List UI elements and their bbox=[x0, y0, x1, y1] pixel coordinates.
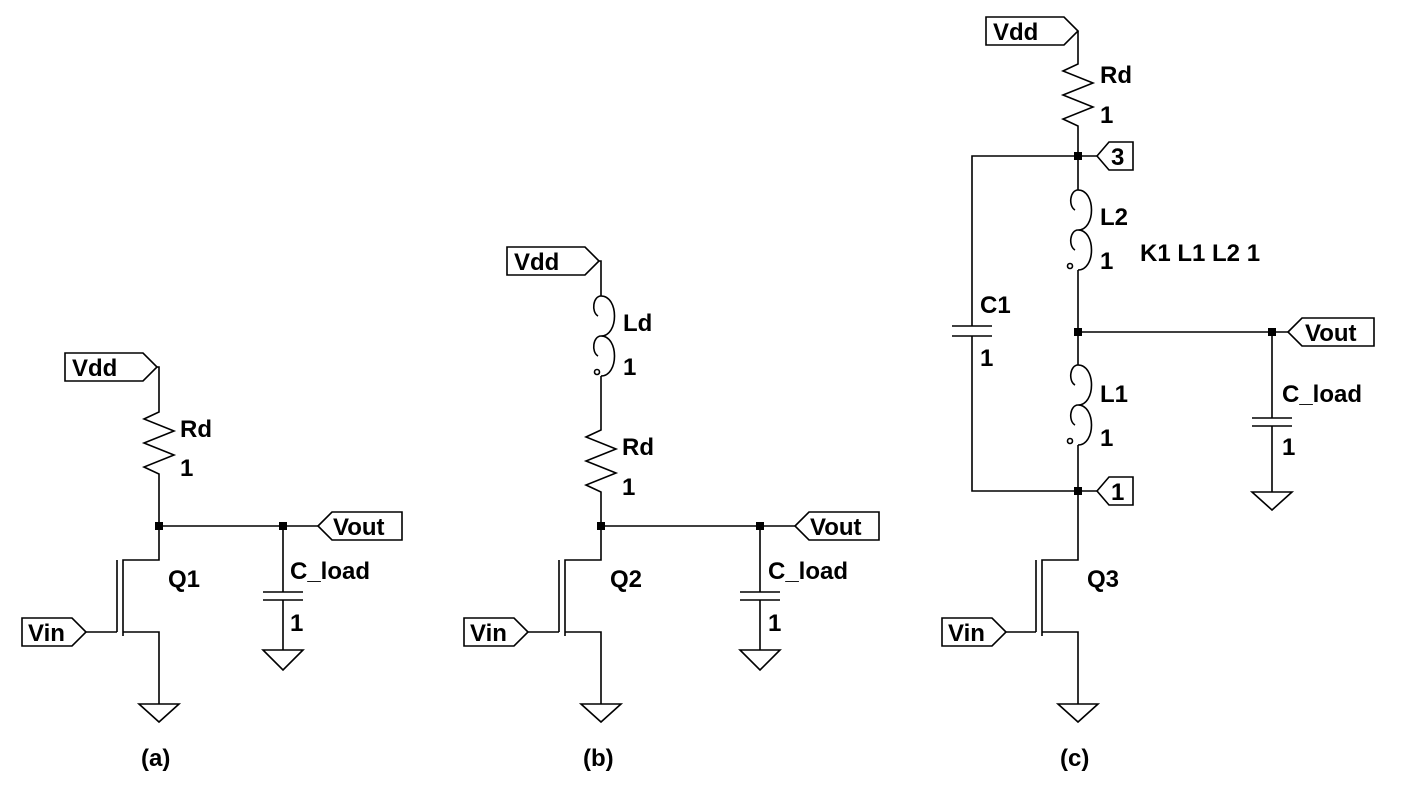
vdd-label-c: Vdd bbox=[993, 19, 1038, 46]
vdd-label-b: Vdd bbox=[514, 249, 559, 276]
l1-value: 1 bbox=[1100, 425, 1113, 452]
capacitor-cload-c bbox=[1252, 332, 1292, 492]
vout-port-c: Vout bbox=[1286, 317, 1375, 347]
node-bottom-label: 1 bbox=[1111, 479, 1124, 506]
resistor-rd-b bbox=[583, 420, 619, 500]
rd-value-b: 1 bbox=[622, 474, 635, 501]
rd-value-a: 1 bbox=[180, 455, 193, 482]
resistor-rd-a bbox=[141, 400, 177, 486]
vout-port-b: Vout bbox=[793, 511, 880, 541]
vout-port-a: Vout bbox=[316, 511, 403, 541]
caption-c: (c) bbox=[1060, 745, 1089, 772]
capacitor-c1 bbox=[952, 325, 1078, 492]
ground-symbol bbox=[136, 703, 182, 724]
rd-name-b: Rd bbox=[622, 434, 654, 461]
rd-value-c: 1 bbox=[1100, 102, 1113, 129]
polarity-dot bbox=[593, 368, 601, 376]
c1-value: 1 bbox=[980, 345, 993, 372]
caption-b: (b) bbox=[583, 745, 614, 772]
circuit-b: Vdd Ld 1 Rd 1 Vout C_load 1 Q2 Vin bbox=[463, 246, 880, 772]
coupling-directive: K1 L1 L2 1 bbox=[1140, 240, 1260, 267]
vdd-label-a: Vdd bbox=[72, 355, 117, 382]
transistor-label-a: Q1 bbox=[168, 566, 200, 593]
vout-label-a: Vout bbox=[333, 514, 385, 541]
caption-a: (a) bbox=[141, 745, 170, 772]
rd-name-a: Rd bbox=[180, 416, 212, 443]
transistor-q1 bbox=[116, 526, 160, 700]
vin-label-c: Vin bbox=[948, 620, 985, 647]
rd-name-c: Rd bbox=[1100, 62, 1132, 89]
capacitor-cload-b bbox=[740, 526, 780, 650]
polarity-dot bbox=[1066, 262, 1074, 270]
vout-label-b: Vout bbox=[810, 514, 862, 541]
vin-label-b: Vin bbox=[470, 620, 507, 647]
transistor-q2 bbox=[558, 526, 602, 700]
vin-port-b: Vin bbox=[463, 617, 530, 647]
vin-port-a: Vin bbox=[21, 617, 88, 647]
inductor-l1 bbox=[1069, 364, 1093, 446]
transistor-label-b: Q2 bbox=[610, 566, 642, 593]
vdd-port-c: Vdd bbox=[985, 16, 1080, 46]
cload-name-c: C_load bbox=[1282, 381, 1362, 408]
cload-name-b: C_load bbox=[768, 558, 848, 585]
l1-name: L1 bbox=[1100, 381, 1128, 408]
circuit-a: Vdd Rd 1 Vout C_load 1 Q1 Vin bbox=[21, 352, 403, 772]
vdd-port-b: Vdd bbox=[506, 246, 601, 276]
l2-value: 1 bbox=[1100, 248, 1113, 275]
node-1-port: 1 bbox=[1095, 476, 1134, 506]
transistor-q3 bbox=[1035, 491, 1079, 700]
cload-name-a: C_load bbox=[290, 558, 370, 585]
transistor-label-c: Q3 bbox=[1087, 566, 1119, 593]
polarity-dot bbox=[1066, 437, 1074, 445]
resistor-rd-c bbox=[1060, 55, 1096, 134]
cload-value-a: 1 bbox=[290, 610, 303, 637]
inductor-ld bbox=[592, 295, 616, 377]
circuit-c: Vdd Rd 1 3 C1 1 L2 1 K1 L1 L2 1 bbox=[941, 16, 1375, 772]
ld-value: 1 bbox=[623, 354, 636, 381]
vin-port-c: Vin bbox=[941, 617, 1008, 647]
c1-name: C1 bbox=[980, 292, 1011, 319]
ground-symbol bbox=[1055, 703, 1101, 724]
l2-name: L2 bbox=[1100, 204, 1128, 231]
ground-symbol bbox=[261, 649, 305, 672]
cload-value-c: 1 bbox=[1282, 434, 1295, 461]
ground-symbol bbox=[738, 649, 782, 672]
inductor-l2 bbox=[1069, 189, 1093, 271]
capacitor-cload-a bbox=[263, 526, 303, 650]
vin-label-a: Vin bbox=[28, 620, 65, 647]
ground-symbol bbox=[578, 703, 624, 724]
node-3-port: 3 bbox=[1095, 141, 1134, 171]
cload-value-b: 1 bbox=[768, 610, 781, 637]
vdd-port-a: Vdd bbox=[64, 352, 159, 382]
node-top-label: 3 bbox=[1111, 144, 1124, 171]
ld-name: Ld bbox=[623, 310, 652, 337]
vout-label-c: Vout bbox=[1305, 320, 1357, 347]
ground-symbol bbox=[1249, 491, 1295, 512]
